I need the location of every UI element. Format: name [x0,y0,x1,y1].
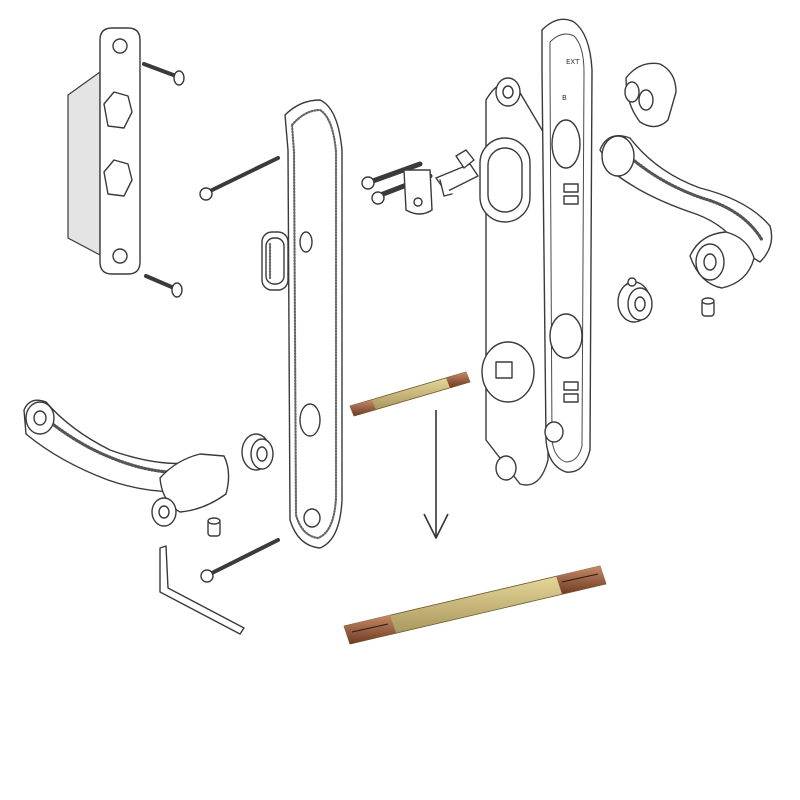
allen-key [159,545,245,635]
cylinder-bushing-top [624,62,677,128]
arrow-down-icon [423,410,449,539]
left-bushing [241,433,274,471]
set-screw-right [627,277,715,317]
plate-label-top: EXT [566,58,580,66]
spindle-small [349,371,471,417]
plate-label-side: B [562,94,567,102]
strike-screw-bottom [144,274,183,298]
right-backplate-rear: EXT B [541,18,593,473]
right-backplate-front [479,77,549,486]
strike-plate [67,27,141,275]
right-bushing [617,281,653,323]
set-screw-left [207,517,221,537]
right-lever-handle [599,135,773,289]
left-backplate [261,99,343,549]
spring-cam [435,149,479,197]
long-screw-top [199,156,280,201]
long-screw-bottom [200,538,280,583]
tension-screws [361,161,433,215]
left-lever-handle [23,399,230,527]
spindle-large [343,565,607,645]
strike-screw-top [142,62,185,86]
